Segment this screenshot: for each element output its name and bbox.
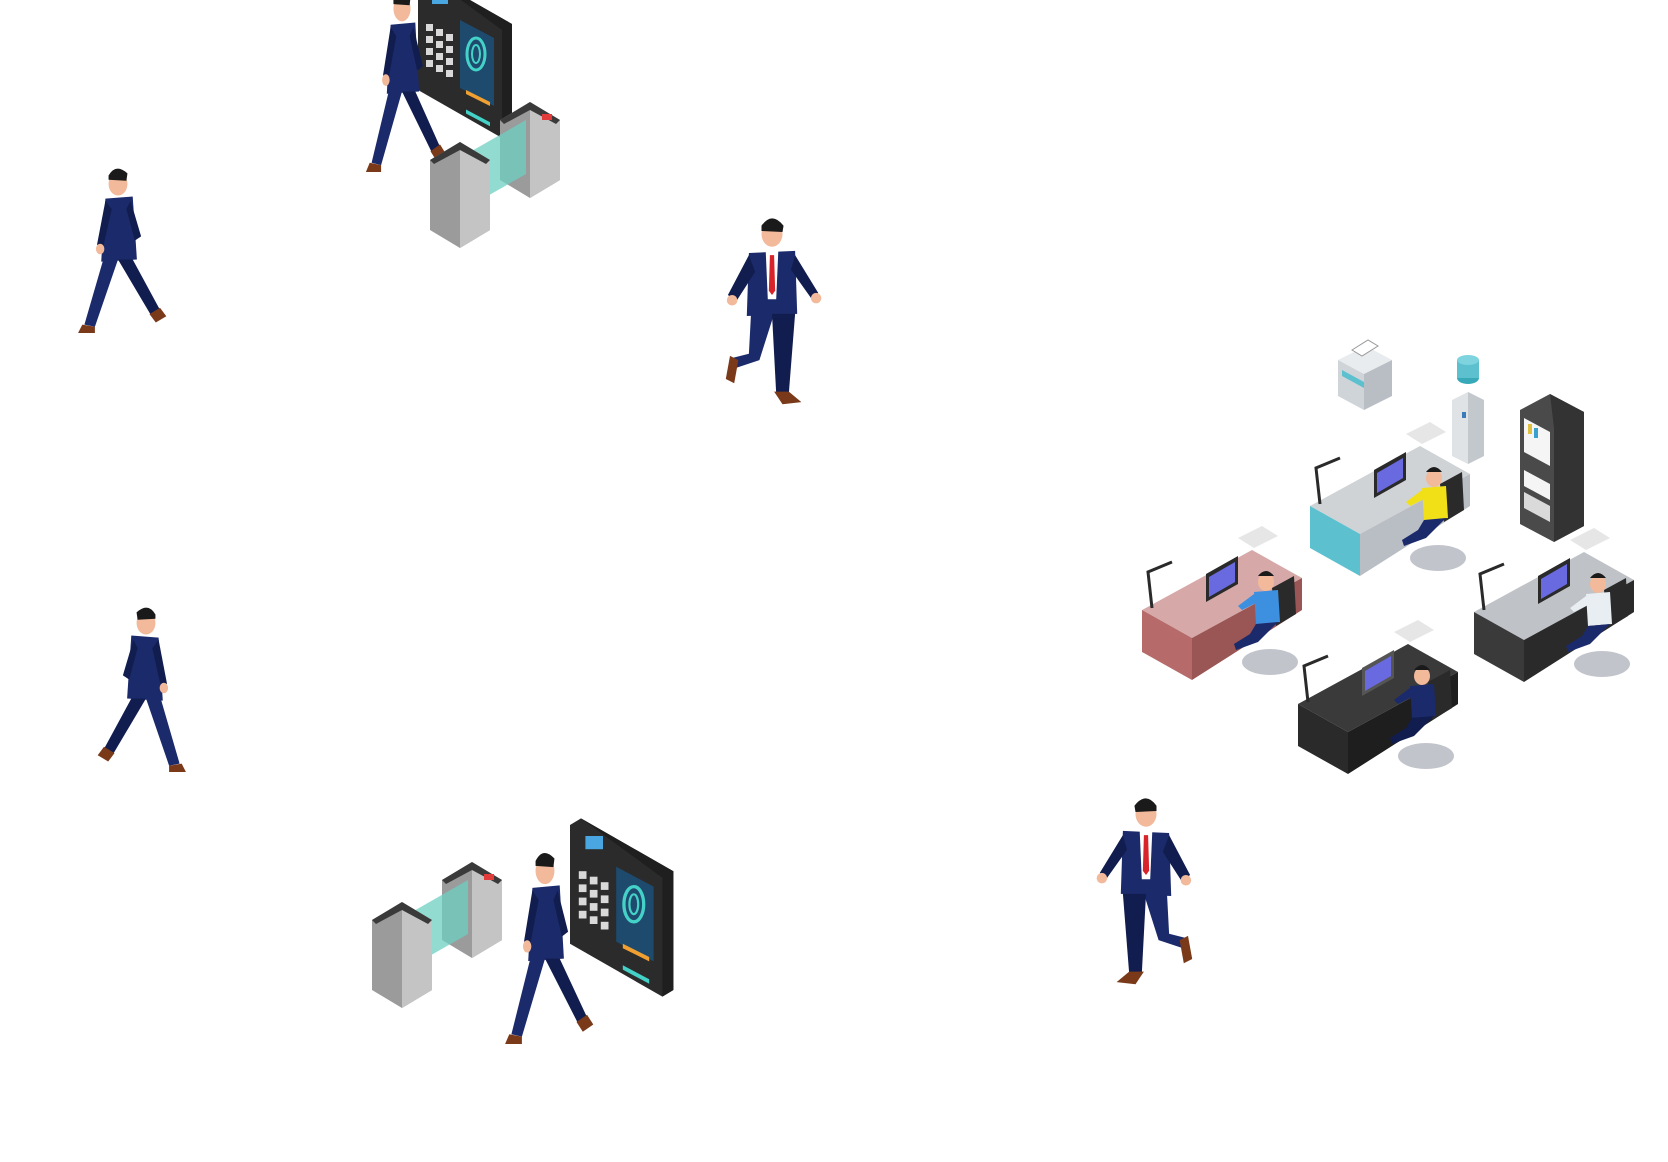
workstation-1	[1310, 422, 1470, 576]
running-businessman-icon	[725, 218, 822, 405]
access-point-bottom	[372, 816, 676, 1044]
workstation-2	[1142, 526, 1302, 680]
workstation-4	[1298, 620, 1458, 774]
running-businessman-icon	[1096, 798, 1193, 985]
photocopier-icon	[1338, 339, 1392, 410]
fingerprint-scanner-terminal-icon	[568, 816, 676, 999]
fingerprint-scanner-terminal-icon	[416, 0, 514, 140]
office-area	[1338, 339, 1584, 542]
walking-businessman-icon	[97, 607, 186, 772]
walking-businessman-icon	[78, 168, 167, 333]
turnstile-gate-icon	[372, 862, 502, 1008]
workstation-3	[1474, 528, 1634, 682]
access-point-top	[365, 0, 560, 248]
filing-cabinet-icon	[1520, 394, 1584, 542]
water-cooler-icon	[1452, 355, 1484, 464]
